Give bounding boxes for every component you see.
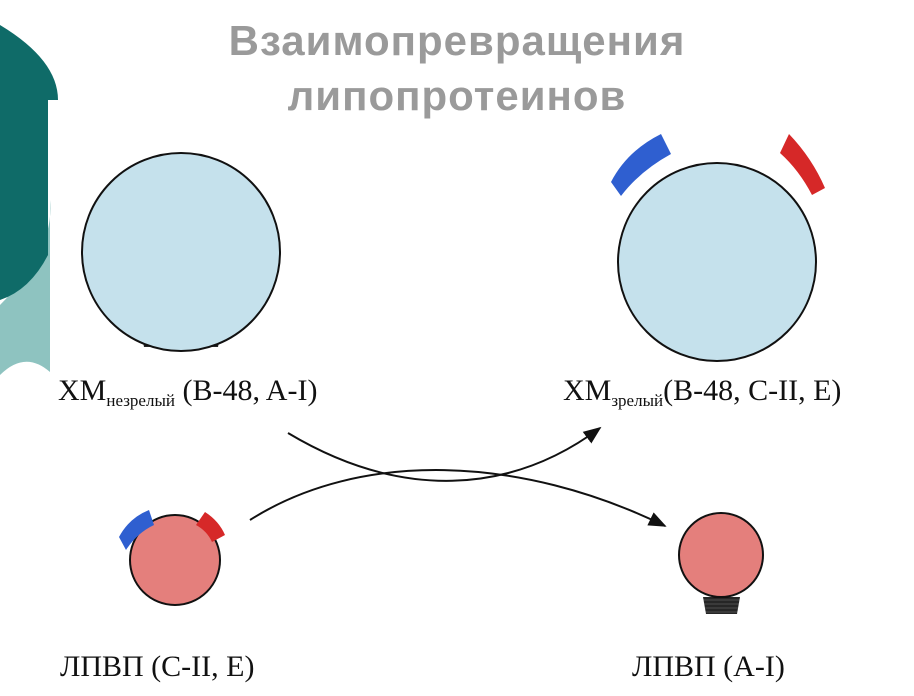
label-hdl-right: ЛПВП (A-I) [632, 650, 785, 683]
apo-a1-small-cap [703, 597, 740, 614]
label-hm-immature-main: ХМ [58, 374, 107, 407]
label-hm-immature-apo: (B-48, A-I) [174, 374, 318, 407]
label-hm-mature: ХМзрелый(B-48, C-II, E) [563, 374, 841, 411]
label-hm-immature: ХМнезрелый (B-48, A-I) [58, 374, 317, 411]
label-hm-immature-sub: незрелый [106, 391, 175, 410]
label-hm-mature-apo: (B-48, C-II, E) [663, 374, 842, 407]
chylomicron-mature [611, 134, 825, 362]
arrow-to-hdl-right [249, 469, 667, 527]
apo-e-blue-cap [611, 134, 671, 196]
label-hm-mature-main: ХМ [563, 374, 612, 407]
hdl-particle-right [678, 512, 764, 614]
slide-title-line-2: липопротеинов [287, 72, 627, 119]
slide-title-line-1: Взаимопревращения [228, 17, 686, 64]
apo-c2-small-red-cap [196, 512, 225, 542]
chylomicron-immature [81, 152, 281, 352]
label-hm-mature-sub: зрелый [611, 391, 664, 410]
teal-decor-light [0, 200, 51, 375]
teal-decor-dark [0, 25, 58, 300]
apo-c2-red-cap [780, 134, 825, 195]
arrow-to-mature-chylomicron [287, 426, 602, 482]
label-hdl-left: ЛПВП (C-II, E) [60, 650, 255, 683]
hdl-particle-left [119, 510, 225, 606]
apo-e-small-blue-cap [119, 510, 154, 550]
